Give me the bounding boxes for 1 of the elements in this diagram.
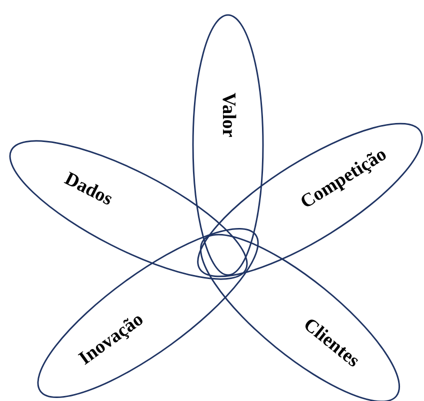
petal-label: Valor: [217, 92, 239, 138]
